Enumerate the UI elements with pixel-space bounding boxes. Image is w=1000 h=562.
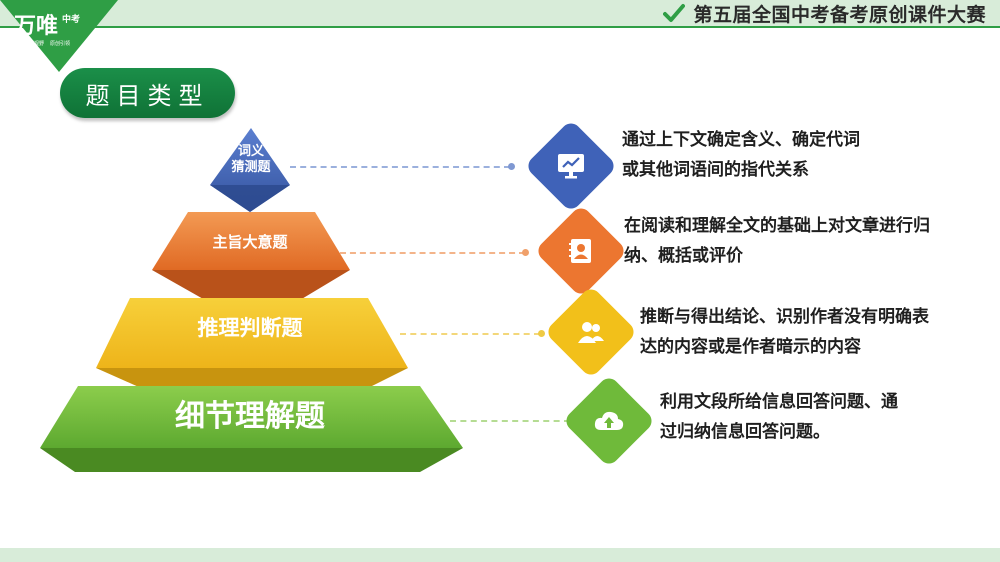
- item-2-line-1: 在阅读和理解全文的基础上对文章进行归: [624, 216, 930, 236]
- logo-slogan-right: 原创引领: [50, 40, 70, 47]
- tier-label-3: 推理判断题: [197, 316, 303, 340]
- checkmark-icon: [663, 4, 686, 22]
- header-bar: [0, 0, 1000, 26]
- item-1-line-1: 通过上下文确定含义、确定代词: [622, 130, 860, 150]
- header-rule: [0, 26, 1000, 28]
- item-3-line-2: 达的内容或是作者暗示的内容: [640, 337, 861, 357]
- users-icon: [558, 299, 624, 365]
- connector-4: [450, 420, 570, 422]
- item-4-desc: 利用文段所给信息回答问题、通 过归纳信息回答问题。: [660, 387, 960, 447]
- pyramid-tier-2: [152, 212, 350, 270]
- connector-dot-3: [538, 330, 545, 337]
- connector-1: [290, 166, 510, 168]
- item-4-line-1: 利用文段所给信息回答问题、通: [660, 392, 898, 412]
- item-3-line-1: 推断与得出结论、识别作者没有明确表: [640, 307, 929, 327]
- connector-dot-2: [522, 249, 529, 256]
- connector-2: [340, 252, 525, 254]
- item-2-desc: 在阅读和理解全文的基础上对文章进行归 纳、概括或评价: [624, 211, 984, 271]
- logo-badge-text: 中考: [62, 13, 80, 25]
- pyramid-tier-3: [96, 298, 408, 368]
- contest-title: 第五届全国中考备考原创课件大赛: [663, 1, 986, 26]
- item-1-line-2: 或其他词语间的指代关系: [622, 160, 809, 180]
- footer-bar: [0, 548, 1000, 562]
- tier-label-1: 词义 猜测题: [231, 144, 271, 176]
- connector-dot-1: [508, 163, 515, 170]
- cloud-upload-icon: [576, 388, 642, 454]
- section-title: 题目类型: [85, 81, 210, 110]
- item-3-desc: 推断与得出结论、识别作者没有明确表 达的内容或是作者暗示的内容: [640, 302, 980, 362]
- section-title-pill: 题目类型: [60, 68, 235, 118]
- item-2-line-2: 纳、概括或评价: [624, 246, 743, 266]
- contest-title-text: 第五届全国中考备考原创课件大赛: [693, 3, 986, 26]
- pyramid-tier-4: [40, 386, 463, 448]
- chart-monitor-icon: [538, 133, 604, 199]
- connector-3: [400, 333, 540, 335]
- tier-label-2: 主旨大意题: [212, 233, 288, 251]
- brand-logo: 万唯 中考 全国视野 原创引领: [0, 0, 118, 75]
- item-1-desc: 通过上下文确定含义、确定代词 或其他词语间的指代关系: [622, 125, 942, 185]
- logo-brand-text: 万唯: [13, 14, 58, 39]
- tier-label-4: 细节理解题: [175, 399, 325, 434]
- logo-slogan-left: 全国视野: [24, 40, 44, 47]
- item-4-line-2: 过归纳信息回答问题。: [660, 422, 830, 442]
- contact-book-icon: [548, 218, 614, 284]
